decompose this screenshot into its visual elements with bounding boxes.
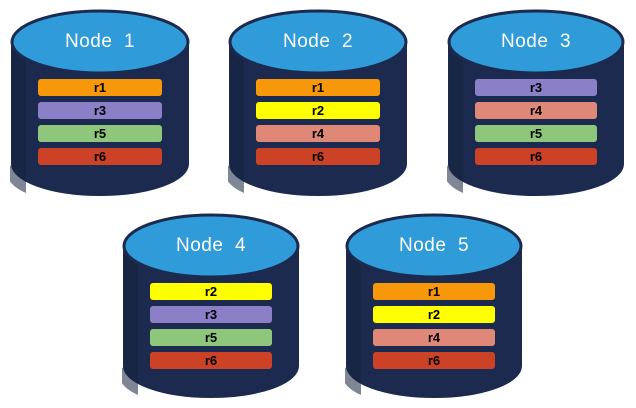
replica-bar-r6[interactable]: r6 (150, 352, 272, 369)
cylinder-top-ellipse (10, 9, 190, 75)
replica-label: r3 (93, 103, 107, 118)
replica-label: r6 (311, 149, 325, 164)
cylinder-top-ellipse (345, 213, 523, 279)
replica-bar-r6[interactable]: r6 (373, 352, 495, 369)
replica-bar-r6[interactable]: r6 (38, 148, 162, 165)
cylinder-side-shading (447, 42, 463, 193)
replica-label: r5 (93, 126, 107, 141)
replica-label: r1 (427, 284, 441, 299)
replica-label: r2 (427, 307, 441, 322)
replica-bar-r2[interactable]: r2 (150, 283, 272, 300)
node-1-replica-list: r1 r3 r5 r6 (10, 79, 190, 165)
replica-label: r6 (529, 149, 543, 164)
cylinder-top-ellipse (447, 9, 625, 75)
replica-bar-r6[interactable]: r6 (256, 148, 380, 165)
cylinder-side-shading (228, 42, 244, 193)
cylinder-top-ellipse (228, 9, 408, 75)
replica-bar-r3[interactable]: r3 (38, 102, 162, 119)
replica-bar-r3[interactable]: r3 (475, 79, 597, 96)
replica-label: r4 (529, 103, 543, 118)
cylinder-side-shading (345, 246, 361, 395)
replica-label: r6 (427, 353, 441, 368)
replica-label: r1 (93, 80, 107, 95)
cylinder-side-shading (10, 42, 26, 193)
replica-label: r4 (427, 330, 441, 345)
replica-label: r5 (204, 330, 218, 345)
replica-label: r6 (93, 149, 107, 164)
replica-label: r3 (529, 80, 543, 95)
replica-bar-r2[interactable]: r2 (373, 306, 495, 323)
replica-bar-r3[interactable]: r3 (150, 306, 272, 323)
node-4-replica-list: r2 r3 r5 r6 (122, 283, 300, 369)
replica-label: r6 (204, 353, 218, 368)
node-5-replica-list: r1 r2 r4 r6 (345, 283, 523, 369)
replica-label: r2 (204, 284, 218, 299)
replica-bar-r1[interactable]: r1 (373, 283, 495, 300)
node-2-replica-list: r1 r2 r4 r6 (228, 79, 408, 165)
replica-label: r4 (311, 126, 325, 141)
replica-label: r5 (529, 126, 543, 141)
replica-bar-r1[interactable]: r1 (38, 79, 162, 96)
replica-bar-r5[interactable]: r5 (475, 125, 597, 142)
replica-bar-r4[interactable]: r4 (256, 125, 380, 142)
cylinder-side-shading (122, 246, 138, 395)
replica-bar-r6[interactable]: r6 (475, 148, 597, 165)
replica-bar-r1[interactable]: r1 (256, 79, 380, 96)
replica-bar-r4[interactable]: r4 (373, 329, 495, 346)
replica-label: r3 (204, 307, 218, 322)
replica-bar-r5[interactable]: r5 (150, 329, 272, 346)
replica-bar-r2[interactable]: r2 (256, 102, 380, 119)
replica-label: r1 (311, 80, 325, 95)
replica-bar-r4[interactable]: r4 (475, 102, 597, 119)
replica-bar-r5[interactable]: r5 (38, 125, 162, 142)
replica-label: r2 (311, 103, 325, 118)
cylinder-top-ellipse (122, 213, 300, 279)
node-3-replica-list: r3 r4 r5 r6 (447, 79, 625, 165)
